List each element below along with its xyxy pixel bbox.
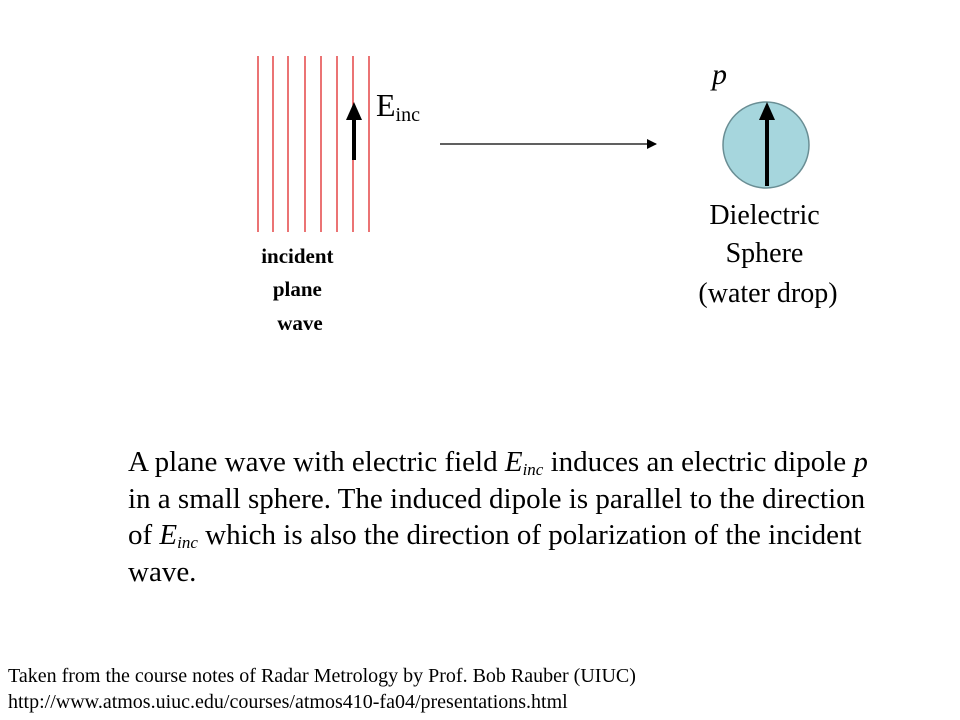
- credit-url: http://www.atmos.uiuc.edu/courses/atmos4…: [8, 691, 568, 713]
- caption-paragraph: A plane wave with electric field Einc in…: [128, 446, 868, 588]
- wavefronts: [257, 56, 370, 232]
- dipole-label: p: [710, 58, 727, 91]
- field-arrow: [346, 102, 362, 160]
- field-label: Einc: [376, 87, 420, 126]
- incident-wave-label: incident plane wave: [261, 244, 339, 335]
- sphere-label: Dielectric Sphere (water drop): [698, 200, 837, 309]
- dipole-arrow: [759, 102, 775, 186]
- source-credit: Taken from the course notes of Radar Met…: [8, 663, 948, 715]
- credit-text: Taken from the course notes of Radar Met…: [8, 665, 636, 687]
